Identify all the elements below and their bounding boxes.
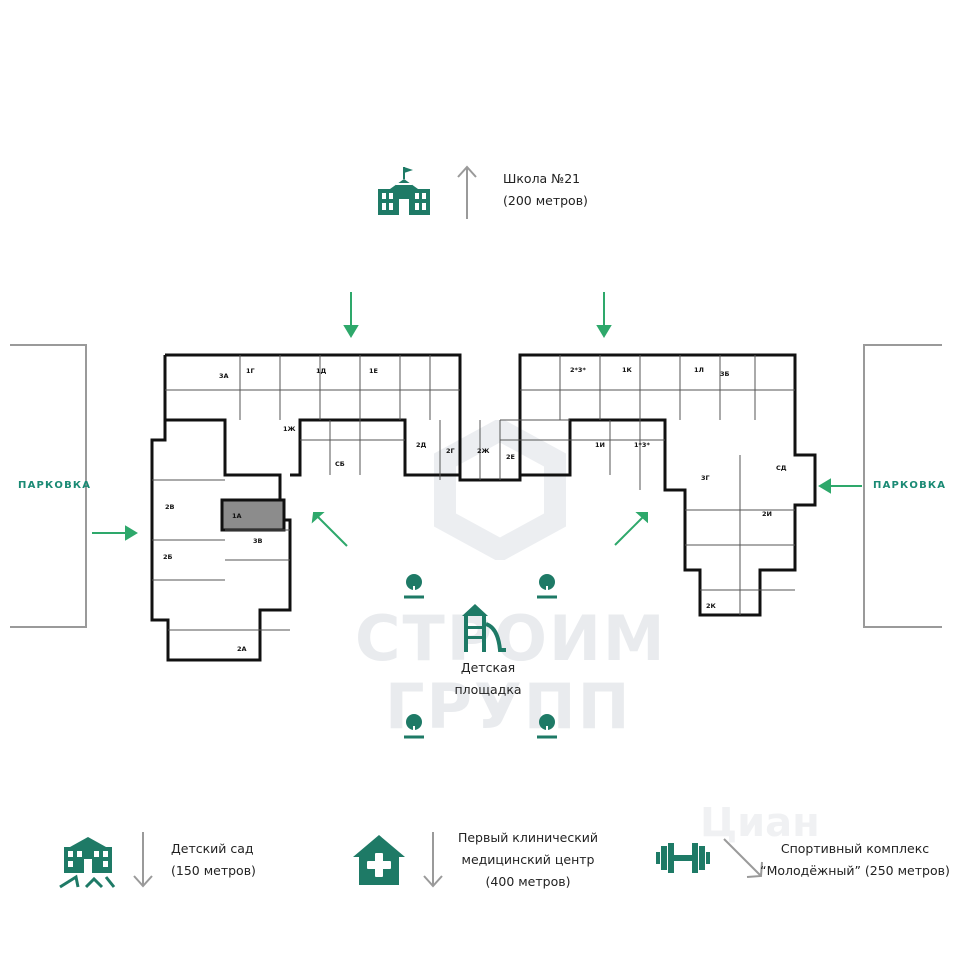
- clinic-name-1: Первый клинический: [457, 830, 599, 845]
- apt-3b: 3Б: [720, 370, 730, 378]
- sports-name: Спортивный комплекс: [780, 841, 930, 856]
- playground-label: Детская площадка: [433, 657, 543, 701]
- watermark-logo: [380, 417, 620, 563]
- apt-2g: 2Г: [446, 447, 455, 455]
- kindergarten-distance: (150 метров): [171, 863, 256, 878]
- apt-2v: 2В: [165, 503, 175, 511]
- dumbbell-icon: [656, 842, 710, 878]
- apt-2a: 2А: [237, 645, 247, 653]
- apt-2zh: 2Ж: [477, 447, 490, 455]
- clinic-label: Первый клинический медицинский центр (40…: [448, 827, 608, 893]
- apt-2-3: 2*3*: [570, 366, 586, 374]
- clinic-icon: [351, 833, 407, 891]
- school-label: Школа №21 (200 метров): [503, 168, 588, 212]
- apt-1g: 1Г: [246, 367, 255, 375]
- watermark-text-1: СТРОИМ: [355, 602, 667, 675]
- playground-icon: [458, 600, 508, 658]
- kindergarten-name: Детский сад: [171, 841, 254, 856]
- clinic-arrow-down: [421, 830, 445, 894]
- apt-sb: СБ: [335, 460, 345, 468]
- apt-1k: 1К: [622, 366, 633, 374]
- apt-2d: 2Д: [416, 441, 427, 449]
- school-name: Школа №21: [503, 171, 581, 186]
- clinic-distance: (400 метров): [485, 874, 571, 889]
- tree-icon: [535, 712, 559, 744]
- school-icon: [376, 163, 432, 223]
- parking-right-bracket: [862, 343, 942, 633]
- apt-sd: СД: [776, 464, 787, 472]
- kindergarten-arrow-down: [131, 830, 155, 894]
- apt-2k: 2К: [706, 602, 717, 610]
- watermark-corner: Циан: [700, 800, 820, 846]
- apt-1i: 1И: [595, 441, 605, 449]
- parking-right-label: ПАРКОВКА: [873, 480, 947, 491]
- watermark-text-2: ГРУПП: [385, 670, 632, 743]
- apt-2b: 2Б: [163, 553, 173, 561]
- apt-1a: 1А: [232, 512, 242, 520]
- apt-3a: 3А: [219, 372, 229, 380]
- school-direction-arrow-up: [455, 163, 479, 225]
- apt-1zh: 1Ж: [283, 425, 296, 433]
- sports-label: Спортивный комплекс “Молодёжный” (250 ме…: [760, 838, 950, 882]
- apt-3v: 3В: [253, 537, 263, 545]
- kindergarten-icon: [58, 833, 116, 895]
- school-distance: (200 метров): [503, 193, 588, 208]
- tree-icon: [402, 712, 426, 744]
- apt-2i: 2И: [762, 510, 772, 518]
- kindergarten-label: Детский сад (150 метров): [171, 838, 256, 882]
- playground-line2: площадка: [454, 682, 522, 697]
- apt-1d: 1Д: [316, 367, 327, 375]
- tree-icon: [535, 572, 559, 604]
- sports-arrow-diagonal: [721, 836, 767, 886]
- clinic-name-2: медицинский центр: [461, 852, 595, 867]
- apt-3g: 3Г: [701, 474, 710, 482]
- apt-1e: 1Е: [369, 367, 378, 375]
- apt-1-3: 1*3*: [634, 441, 650, 449]
- parking-left-label: ПАРКОВКА: [18, 480, 92, 491]
- apt-1l: 1Л: [694, 366, 704, 374]
- tree-icon: [402, 572, 426, 604]
- parking-left-bracket: [10, 343, 88, 633]
- sports-distance: “Молодёжный” (250 метров): [760, 863, 950, 878]
- playground-line1: Детская: [460, 660, 516, 675]
- apt-2e: 2Е: [506, 453, 515, 461]
